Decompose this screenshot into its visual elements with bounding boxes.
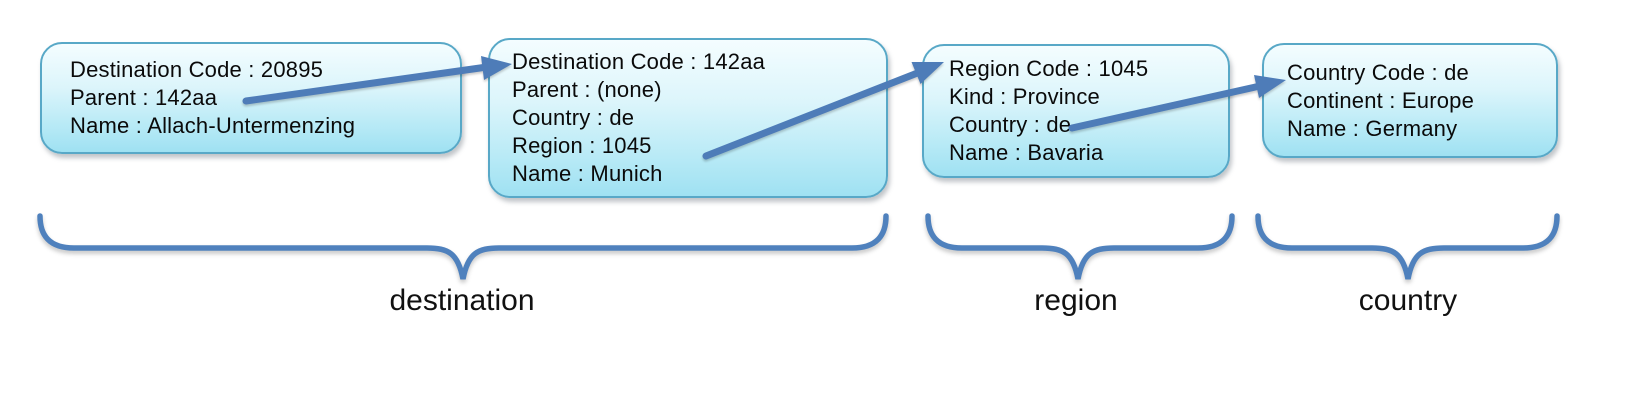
country-label: country — [1358, 284, 1458, 317]
field-country: Country : de — [512, 105, 635, 130]
region-brace-icon — [925, 213, 1235, 280]
field-country-code: Country Code : de — [1287, 59, 1469, 85]
destination-parent-box: Destination Code : 142aa Parent : (none)… — [488, 38, 888, 198]
field-continent: Continent : Europe — [1287, 87, 1475, 113]
field-parent: Parent : (none) — [512, 77, 662, 102]
field-region-code: Region Code : 1045 — [949, 56, 1149, 81]
field-name: Name : Germany — [1287, 115, 1458, 141]
country-box: Country Code : de Continent : Europe Nam… — [1262, 43, 1558, 158]
field-name: Name : Bavaria — [949, 140, 1104, 165]
country-brace-icon — [1255, 213, 1560, 280]
field-name: Name : Munich — [512, 161, 663, 186]
destination-label: destination — [389, 284, 535, 317]
region-label: region — [1034, 284, 1118, 317]
field-kind: Kind : Province — [949, 84, 1100, 109]
field-destination-code: Destination Code : 20895 — [70, 57, 324, 82]
destination-child-box: Destination Code : 20895 Parent : 142aa … — [40, 42, 462, 154]
field-destination-code: Destination Code : 142aa — [512, 49, 766, 74]
field-country: Country : de — [949, 112, 1072, 137]
region-box: Region Code : 1045 Kind : Province Count… — [922, 44, 1230, 178]
field-parent: Parent : 142aa — [70, 85, 218, 110]
destination-brace-icon — [37, 213, 889, 280]
field-region: Region : 1045 — [512, 133, 652, 158]
field-name: Name : Allach-Untermenzing — [70, 113, 356, 138]
